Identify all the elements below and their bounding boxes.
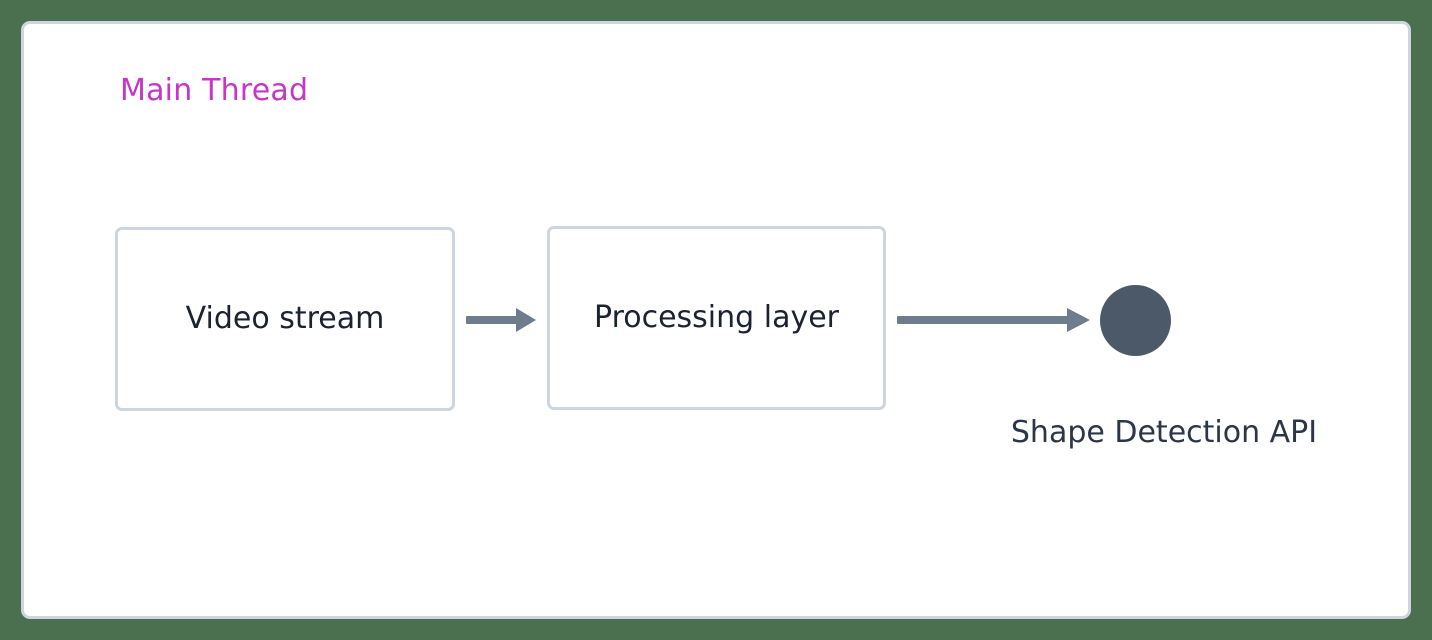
arrow-head-icon bbox=[516, 308, 536, 332]
arrow-shaft bbox=[466, 316, 520, 324]
node-video-stream[interactable]: Video stream bbox=[115, 227, 455, 411]
node-shape-detection-api[interactable] bbox=[1100, 285, 1171, 356]
node-processing-layer-label: Processing layer bbox=[594, 300, 839, 335]
edge-processing-layer-to-shape-detection-api bbox=[897, 308, 1090, 332]
subgraph-title: Main Thread bbox=[120, 73, 309, 108]
arrow-shaft bbox=[897, 316, 1071, 324]
edge-video-stream-to-processing-layer bbox=[466, 308, 536, 332]
node-video-stream-label: Video stream bbox=[185, 301, 385, 336]
node-processing-layer[interactable]: Processing layer bbox=[547, 226, 886, 410]
arrow-head-icon bbox=[1067, 308, 1090, 332]
node-shape-detection-api-label: Shape Detection API bbox=[1010, 415, 1318, 450]
